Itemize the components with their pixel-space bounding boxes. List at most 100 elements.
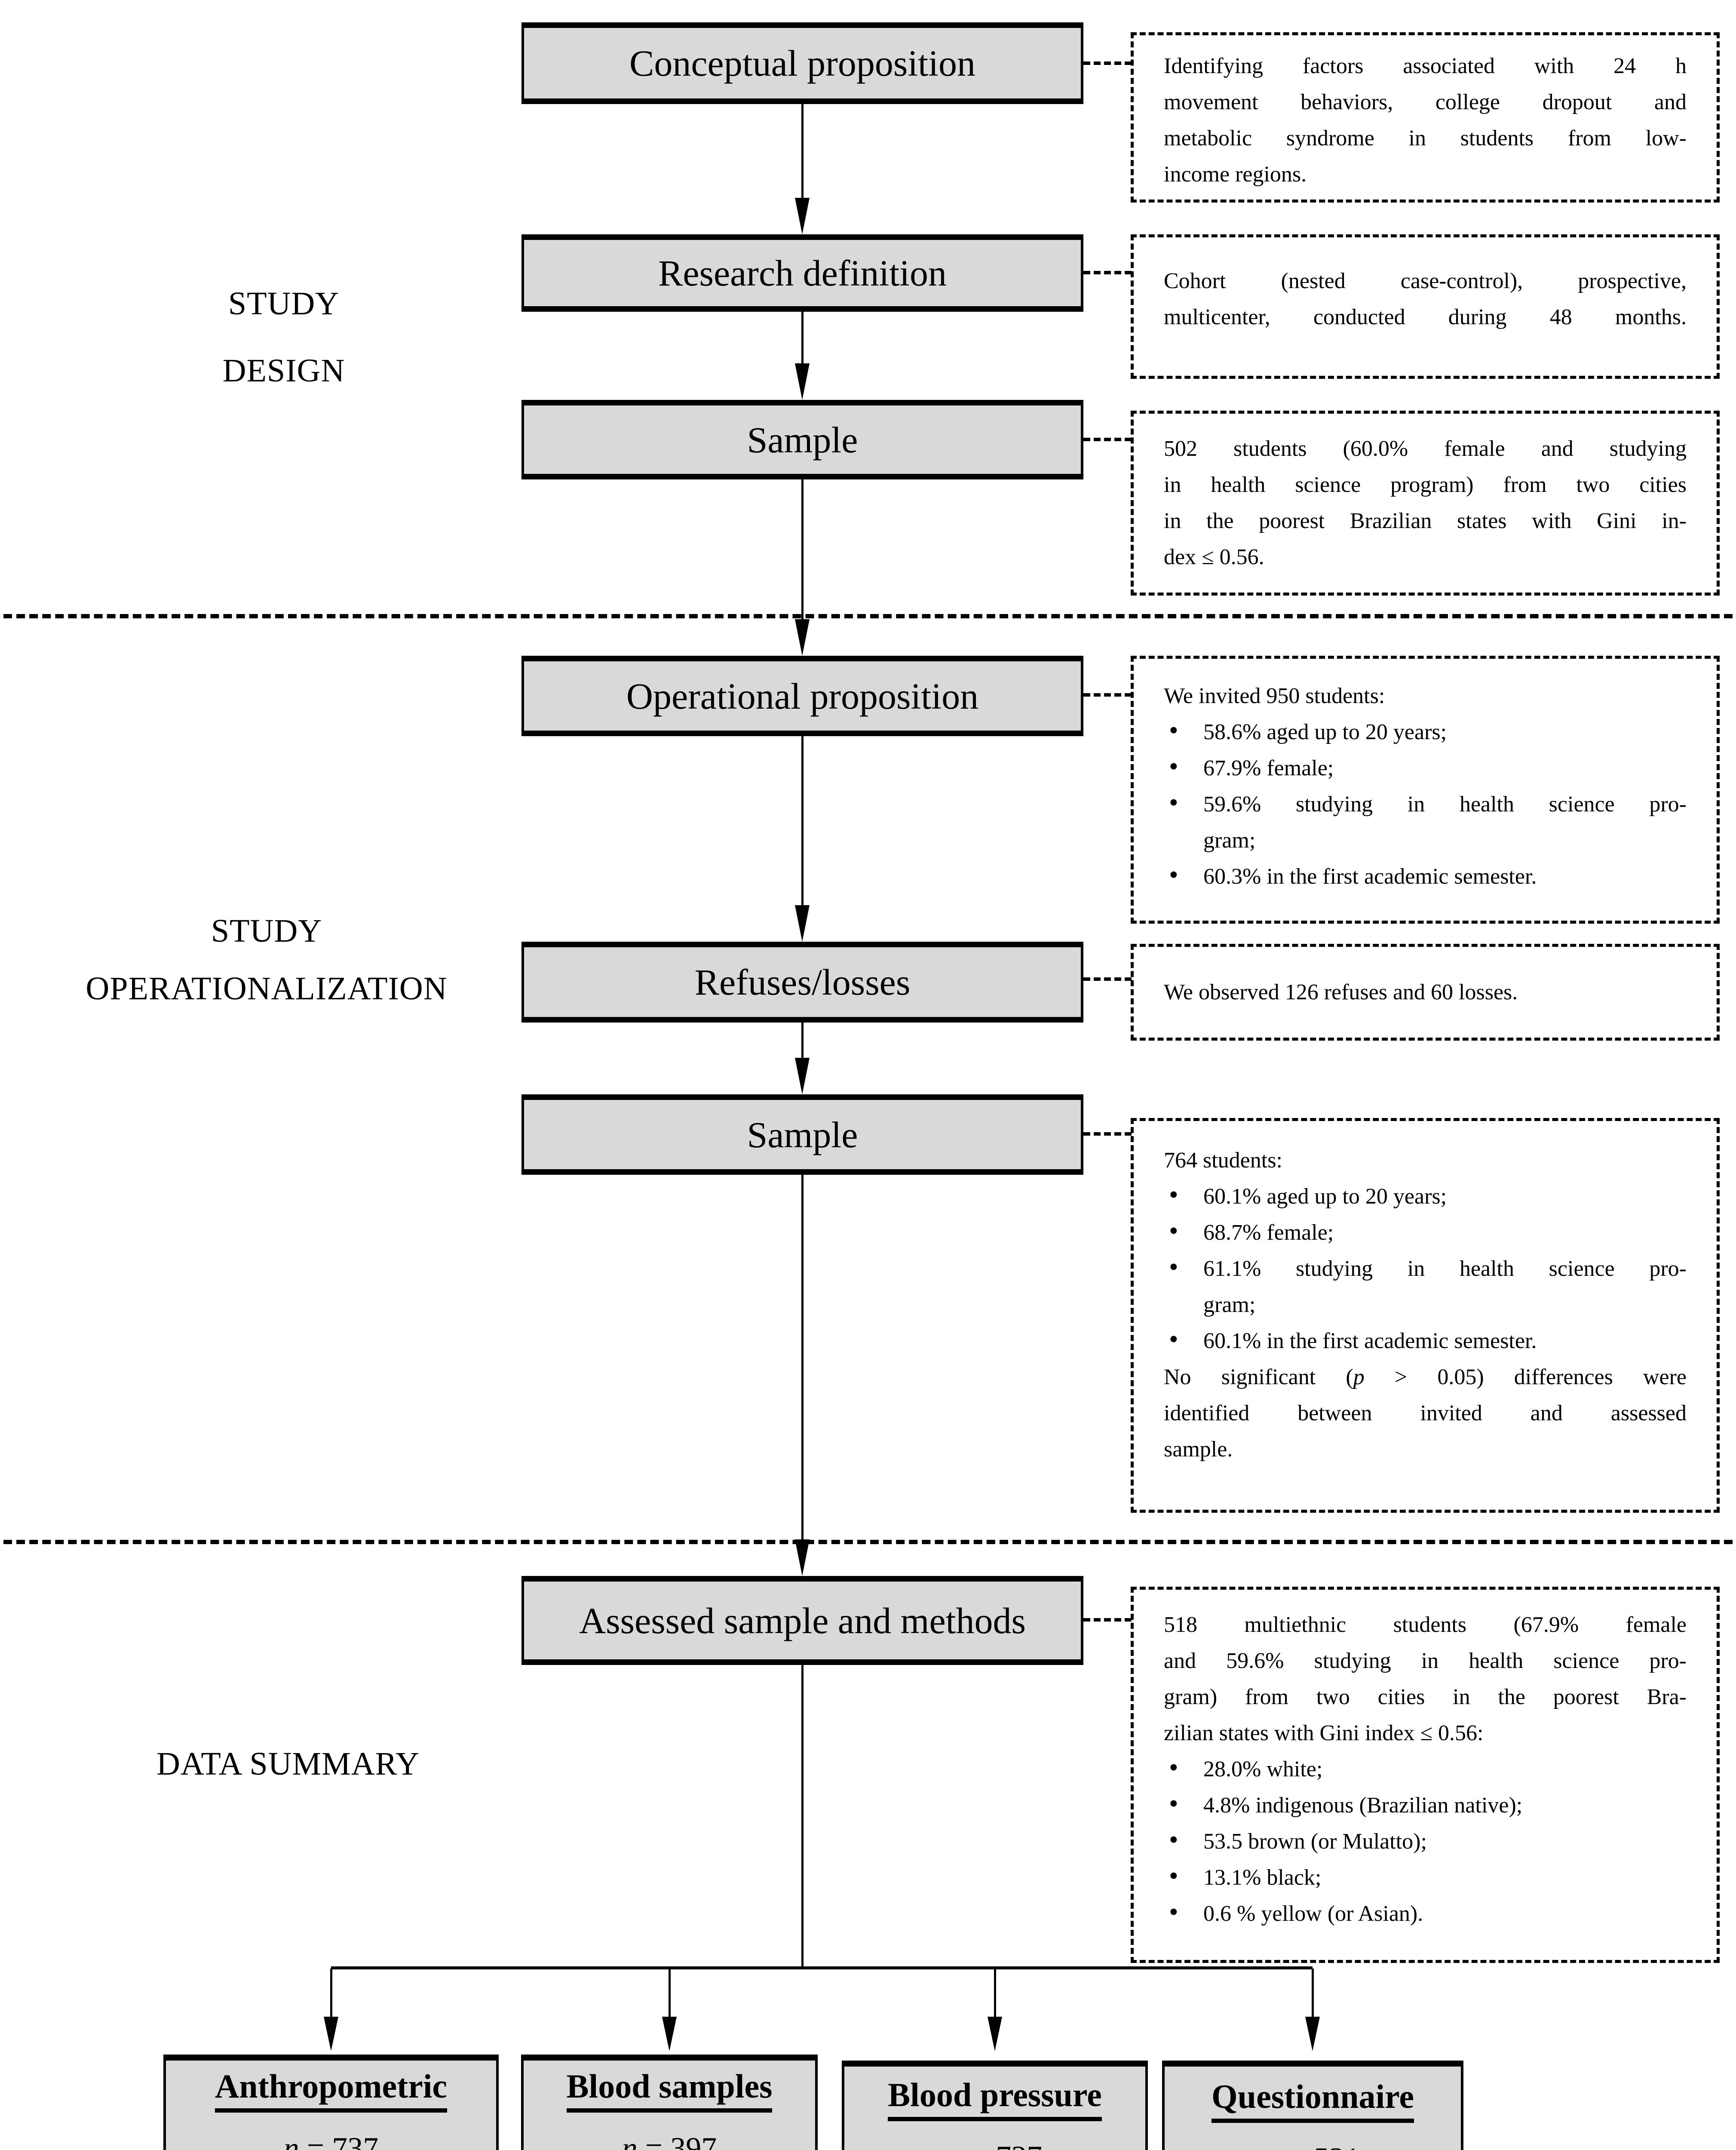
outcome-title-text: Blood pressure	[888, 2076, 1102, 2121]
outcome-box-blood-pressure: Blood pressure n = 737	[842, 2061, 1148, 2150]
note-line: We invited 950 students:	[1164, 684, 1385, 708]
n-value: = 397	[637, 2131, 717, 2150]
note-line: 4.8% indigenous (Brazilian native);	[1203, 1793, 1523, 1818]
bullet-item: 28.0% white;	[1164, 1750, 1687, 1788]
branch-horizontal-line	[331, 1966, 1313, 1969]
arrowhead-down-icon	[795, 1058, 810, 1094]
flow-box-sample-design: Sample	[521, 400, 1083, 479]
arrowhead-down-icon	[1305, 2017, 1320, 2051]
outcome-title-text: Questionnaire	[1212, 2077, 1414, 2123]
note-refuses-losses: We observed 126 refuses and 60 losses.	[1131, 944, 1720, 1041]
note-connector-line	[1083, 271, 1132, 274]
note-sample-design: 502 students (60.0% female and studying …	[1131, 411, 1720, 596]
outcome-title: Blood pressure	[888, 2076, 1102, 2121]
bullet-item: 58.6% aged up to 20 years;	[1164, 713, 1687, 750]
section-label-data-summary: DATA SUMMARY	[107, 1742, 469, 1785]
section-label-line: STUDY	[228, 286, 340, 322]
note-line: 764 students:	[1164, 1148, 1282, 1173]
note-line: 502 students (60.0% female and studying	[1164, 436, 1687, 461]
outcome-title-text: Anthropometric	[215, 2067, 448, 2113]
flow-box-assessed-sample: Assessed sample and methods	[521, 1576, 1083, 1665]
outcome-title: Questionnaire	[1212, 2077, 1414, 2123]
outcome-n: n = 521	[1265, 2141, 1360, 2150]
outcome-title: Anthropometric	[215, 2067, 448, 2113]
note-line: 28.0% white;	[1203, 1757, 1323, 1781]
note-operational-proposition: We invited 950 students: 58.6% aged up t…	[1131, 656, 1720, 924]
flow-arrow-line	[801, 312, 804, 363]
note-line: No significant (p > 0.05) differences we…	[1164, 1359, 1687, 1395]
flow-arrow-line	[801, 736, 804, 905]
flow-arrow-line	[801, 104, 804, 198]
flow-box-label: Refuses/losses	[694, 961, 911, 1003]
arrowhead-down-icon	[324, 2017, 338, 2051]
section-label-line: STUDY	[211, 913, 322, 949]
flow-box-sample-operationalization: Sample	[521, 1094, 1083, 1175]
flow-box-label: Operational proposition	[626, 675, 979, 717]
note-line: multicenter, conducted during 48 months.	[1164, 305, 1687, 329]
outcome-box-anthropometric: Anthropometric n = 737	[163, 2055, 499, 2150]
n-value: = 737	[963, 2140, 1043, 2150]
note-line: gram) from two cities in the poorest Bra…	[1164, 1685, 1687, 1709]
bullet-item: 68.7% female;	[1164, 1213, 1687, 1251]
flow-box-label: Sample	[747, 419, 858, 461]
flow-arrow-line	[801, 1023, 804, 1058]
arrowhead-down-icon	[795, 198, 810, 234]
branch-arrow-line	[669, 1969, 671, 2017]
flow-arrow-line	[801, 479, 804, 619]
section-label-line: DATA SUMMARY	[156, 1746, 420, 1782]
branch-arrow-line	[1312, 1969, 1314, 2017]
note-line: movement behaviors, college dropout and	[1164, 90, 1687, 114]
note-line: 58.6% aged up to 20 years;	[1203, 720, 1447, 744]
note-conceptual-proposition: Identifying factors associated with 24 h…	[1131, 32, 1720, 203]
flow-arrow-line	[801, 1175, 804, 1539]
note-line: We observed 126 refuses and 60 losses.	[1164, 980, 1518, 1004]
note-line: 60.1% aged up to 20 years;	[1203, 1184, 1447, 1209]
arrowhead-down-icon	[795, 363, 810, 400]
outcome-n: n = 397	[622, 2131, 717, 2150]
section-label-study-operationalization: STUDY OPERATIONALIZATION	[17, 902, 516, 1017]
note-connector-line	[1083, 61, 1132, 65]
note-line: and 59.6% studying in health science pro…	[1164, 1649, 1687, 1673]
note-sample-operationalization: 764 students: 60.1% aged up to 20 years;…	[1131, 1118, 1720, 1513]
arrowhead-down-icon	[795, 905, 810, 942]
section-label-line: DESIGN	[222, 353, 345, 389]
p-value-symbol: p	[1353, 1365, 1365, 1389]
note-connector-line	[1083, 977, 1132, 981]
note-line: 61.1% studying in health science pro-	[1203, 1256, 1687, 1281]
flow-box-conceptual-proposition: Conceptual proposition	[521, 22, 1083, 104]
note-line: 67.9% female;	[1203, 756, 1334, 780]
bullet-item: 0.6 % yellow (or Asian).	[1164, 1894, 1687, 1932]
note-line: 518 multiethnic students (67.9% female	[1164, 1612, 1687, 1637]
note-research-definition: Cohort (nested case-control), prospectiv…	[1131, 234, 1720, 379]
note-line: zilian states with Gini index ≤ 0.56:	[1164, 1721, 1484, 1745]
n-value: = 737	[299, 2131, 379, 2150]
note-line: 60.3% in the first academic semester.	[1203, 864, 1537, 889]
bullet-item: 13.1% black;	[1164, 1858, 1687, 1896]
n-symbol: n	[283, 2131, 299, 2150]
flow-box-label: Research definition	[658, 252, 947, 294]
note-line: identified between invited and assessed	[1164, 1401, 1687, 1425]
note-line: 59.6% studying in health science pro-	[1203, 792, 1687, 817]
flow-box-label: Conceptual proposition	[629, 43, 975, 84]
outcome-box-blood-samples: Blood samples n = 397	[521, 2055, 818, 2150]
note-line: Identifying factors associated with 24 h	[1164, 54, 1687, 78]
outcome-box-questionnaire: Questionnaire n = 521	[1162, 2061, 1463, 2150]
section-divider-line	[3, 1540, 1733, 1544]
outcome-n: n = 737	[948, 2139, 1043, 2150]
arrowhead-down-icon	[795, 619, 810, 656]
note-line: gram;	[1203, 1293, 1256, 1317]
note-connector-line	[1083, 693, 1132, 697]
note-connector-line	[1083, 1132, 1132, 1136]
note-line: 68.7% female;	[1203, 1220, 1334, 1245]
note-line: metabolic syndrome in students from low-	[1164, 126, 1687, 150]
outcome-title: Blood samples	[566, 2067, 773, 2113]
section-label-study-design: STUDY DESIGN	[142, 270, 426, 404]
branch-arrow-line	[994, 1969, 996, 2017]
flow-box-refuses-losses: Refuses/losses	[521, 942, 1083, 1023]
bullet-item: 61.1% studying in health science pro- gr…	[1164, 1249, 1687, 1323]
flow-box-operational-proposition: Operational proposition	[521, 656, 1083, 736]
note-line: income regions.	[1164, 162, 1307, 187]
bullet-item: 60.1% aged up to 20 years;	[1164, 1177, 1687, 1215]
bullet-item: 60.3% in the first academic semester.	[1164, 857, 1687, 895]
note-line: dex ≤ 0.56.	[1164, 545, 1264, 569]
